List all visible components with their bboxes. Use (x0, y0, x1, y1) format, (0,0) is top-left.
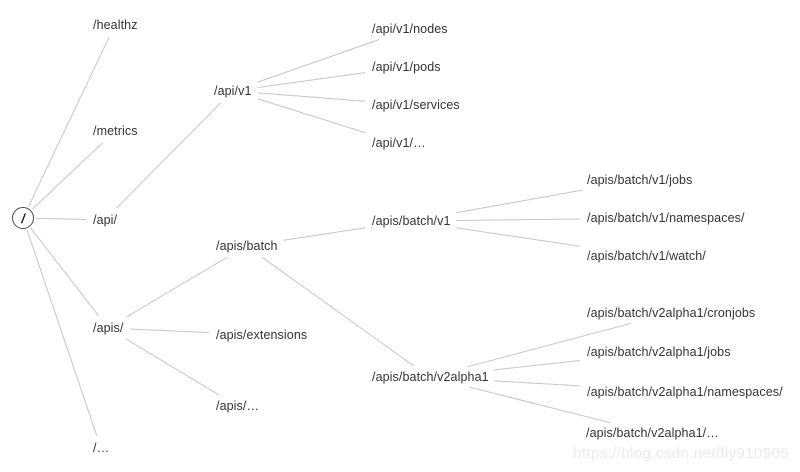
tree-node-apis-batch: /apis/batch (216, 239, 278, 253)
edge-api-v1-api-v1-nodes (257, 39, 380, 83)
tree-node-v2alpha1-more: /apis/batch/v2alpha1/… (586, 426, 719, 440)
tree-node-root-more: /… (93, 441, 110, 455)
tree-node-api-v1-services: /api/v1/services (372, 98, 460, 112)
edge-apis-batch-batch-v1 (283, 227, 366, 241)
edge-root-apis (30, 227, 100, 317)
tree-node-api-v1-pods: /api/v1/pods (372, 60, 441, 74)
tree-node-metrics: /metrics (93, 124, 138, 138)
tree-node-v2alpha1-cronjobs: /apis/batch/v2alpha1/cronjobs (587, 306, 756, 320)
edge-batch-v2alpha1-v2alpha1-jobs (493, 360, 581, 371)
edge-root-healthz (28, 36, 110, 207)
tree-node-batch-v1-jobs: /apis/batch/v1/jobs (587, 173, 693, 187)
edge-batch-v1-batch-v1-jobs (456, 189, 583, 214)
edge-batch-v1-batch-v1-namespaces (456, 218, 581, 221)
tree-node-batch-v1-namespaces: /apis/batch/v1/namespaces/ (587, 211, 745, 225)
tree-node-v2alpha1-namespaces: /apis/batch/v2alpha1/namespaces/ (587, 385, 783, 399)
edge-batch-v2alpha1-v2alpha1-more (469, 386, 611, 424)
watermark: https://blog.csdn.net/fly910905 (573, 445, 789, 462)
tree-node-batch-v1: /apis/batch/v1 (372, 214, 451, 228)
edge-batch-v2alpha1-v2alpha1-namespaces (493, 380, 581, 387)
tree-node-batch-v1-watch: /apis/batch/v1/watch/ (587, 249, 706, 263)
tree-node-apis-extensions: /apis/extensions (216, 328, 308, 342)
edge-root-api (35, 217, 87, 220)
tree-node-api-v1: /api/v1 (214, 84, 252, 98)
tree-node-api-v1-nodes: /api/v1/nodes (372, 22, 448, 36)
edge-batch-v2alpha1-v2alpha1-cronjobs (467, 322, 632, 368)
edge-root-metrics (32, 142, 104, 210)
tree-node-apis-more: /apis/… (216, 399, 260, 413)
edge-api-v1-api-v1-services (257, 92, 366, 102)
edge-api-v1-api-v1-more (257, 98, 366, 134)
tree-node-healthz: /healthz (93, 18, 138, 32)
tree-node-api-v1-more: /api/v1/… (372, 136, 426, 150)
edge-api-api-v1 (115, 102, 222, 209)
tree-node-batch-v2alpha1: /apis/batch/v2alpha1 (372, 370, 489, 384)
tree-node-apis: /apis/ (93, 321, 124, 335)
edge-batch-v1-batch-v1-watch (456, 227, 581, 247)
edge-apis-apis-more (125, 338, 220, 396)
tree-node-v2alpha1-jobs: /apis/batch/v2alpha1/jobs (587, 345, 731, 359)
edge-apis-batch-batch-v2alpha1 (261, 256, 414, 367)
edge-apis-apis-extensions (129, 328, 210, 334)
edge-root-root-more (26, 230, 98, 436)
root-node: / (12, 207, 34, 229)
edge-apis-apis-batch (126, 256, 228, 318)
edge-api-v1-api-v1-pods (257, 72, 366, 88)
tree-node-api: /api/ (93, 213, 118, 227)
